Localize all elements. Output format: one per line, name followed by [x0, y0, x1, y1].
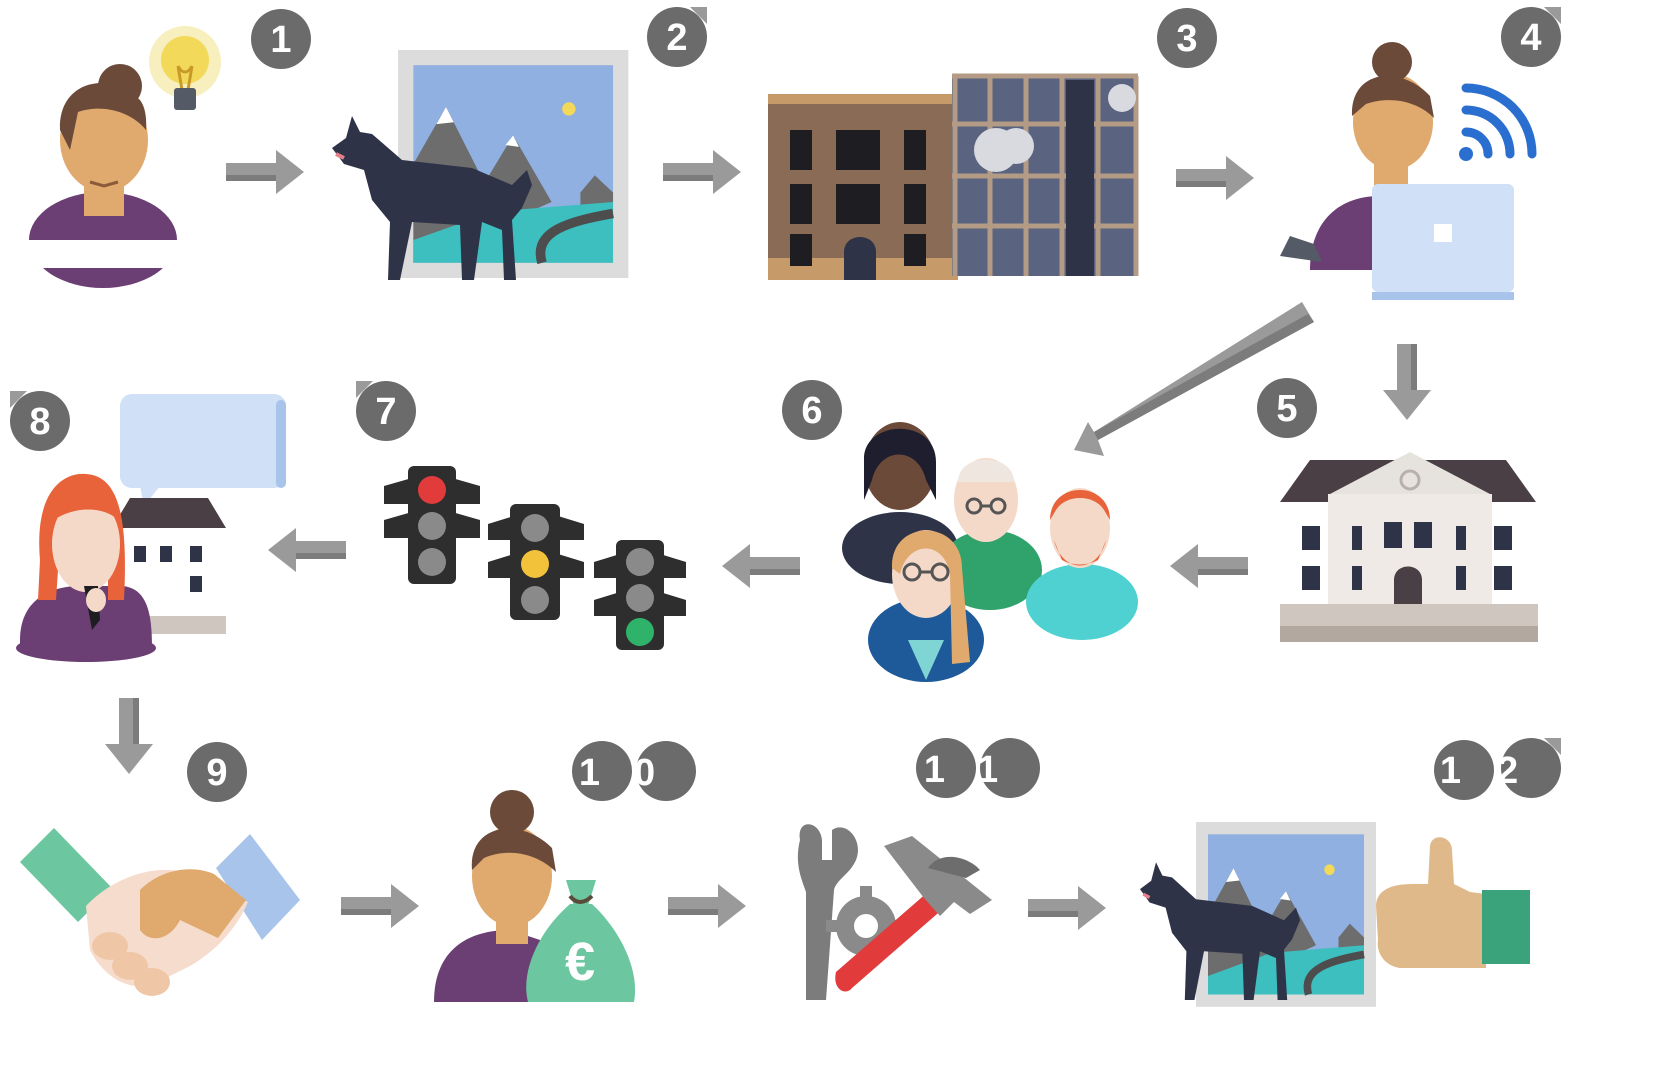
wifi-icon [1459, 83, 1537, 161]
lightbulb-icon [149, 26, 221, 110]
arrow-4-to-6 [1074, 302, 1314, 456]
institution-building-icon [1280, 452, 1538, 642]
svg-text:2: 2 [666, 17, 687, 59]
step-badge-1: 1 [251, 9, 311, 69]
step-badge-5: 5 [1257, 378, 1317, 438]
group-of-people-icon [842, 422, 1138, 682]
traffic-light-red [384, 466, 480, 584]
arrow-9-to-10 [341, 884, 419, 928]
arrow-2-to-3 [663, 150, 741, 194]
svg-text:8: 8 [29, 401, 50, 443]
step-badge-12: 12 [1434, 738, 1561, 800]
dog-painting-thumbs-up-icon [1138, 822, 1530, 1007]
arrow-7-to-8 [268, 528, 346, 572]
step-badge-6: 6 [782, 380, 842, 440]
arrow-5-to-6 [1170, 544, 1248, 588]
flow-arrows [105, 150, 1431, 930]
svg-text:4: 4 [1520, 17, 1541, 59]
traffic-light-yellow [488, 504, 584, 620]
traffic-light-green [594, 540, 686, 650]
svg-text:€: € [565, 932, 595, 992]
step-badge-2: 2 [647, 7, 707, 67]
person-laptop-wifi-icon [1280, 42, 1537, 300]
svg-text:1: 1 [270, 19, 291, 61]
svg-text:6: 6 [801, 390, 822, 432]
person-euro-money-bag-icon: € [434, 790, 636, 1002]
handshake-icon [20, 828, 300, 996]
traffic-lights-icon [384, 466, 686, 650]
step-badge-3: 3 [1157, 8, 1217, 68]
tools-wrench-hammer-icon [797, 824, 992, 1000]
arrow-1-to-2 [226, 150, 304, 194]
svg-text:3: 3 [1176, 18, 1197, 60]
museum-buildings-icon [768, 73, 1139, 280]
arrow-8-to-9 [105, 698, 153, 774]
arrow-3-to-4 [1176, 156, 1254, 200]
svg-text:9: 9 [206, 752, 227, 794]
svg-text:10: 10 [579, 752, 689, 794]
step-badge-9: 9 [187, 742, 247, 802]
arrow-11-to-12 [1028, 886, 1106, 930]
arrow-10-to-11 [668, 884, 746, 928]
step-badge-11: 11 [916, 738, 1040, 798]
step-badge-4: 4 [1501, 7, 1561, 67]
svg-text:11: 11 [924, 749, 1032, 791]
person-thinking-building-icon [16, 394, 286, 662]
arrow-4-to-5 [1383, 344, 1431, 420]
arrow-6-to-7 [722, 544, 800, 588]
svg-text:12: 12 [1440, 750, 1554, 792]
speech-bubble-icon [120, 394, 286, 506]
dog-painting-icon [330, 50, 628, 280]
step-badges: 1 2 3 4 5 6 7 [10, 7, 1561, 802]
step-badge-8: 8 [10, 391, 70, 451]
svg-text:7: 7 [375, 391, 396, 433]
svg-text:5: 5 [1276, 388, 1297, 430]
step-badge-7: 7 [356, 381, 416, 441]
person-idea-lightbulb-icon [28, 26, 221, 288]
step-badge-10: 10 [572, 741, 696, 801]
euro-money-bag-icon: € [526, 880, 636, 1002]
